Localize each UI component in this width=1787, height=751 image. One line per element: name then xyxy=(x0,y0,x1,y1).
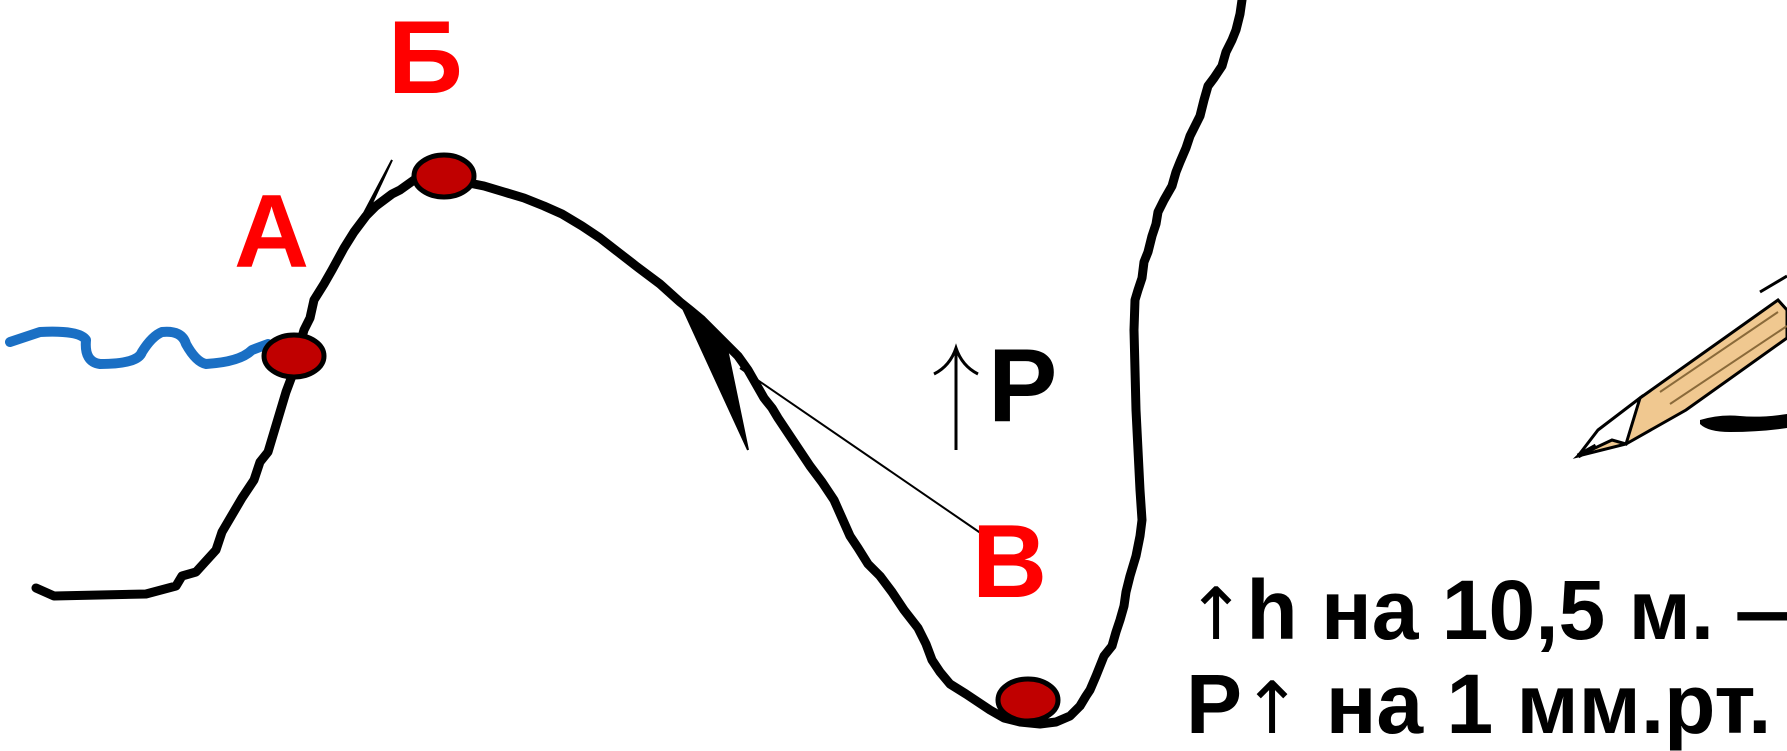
rule-line-1: ↑h на 10,5 м. — xyxy=(1186,568,1787,652)
pressure-up-arrow-inline: ↑ xyxy=(1242,666,1303,750)
rule-line-2-symbol: Р xyxy=(1186,657,1243,751)
point-a-marker xyxy=(261,332,327,380)
point-a-label: А xyxy=(234,174,310,290)
pressure-up-arrow xyxy=(933,343,979,450)
rule-line-1-text: h на 10,5 м. — xyxy=(1246,563,1787,657)
rule-line-2-text: на 1 мм.рт. xyxy=(1302,657,1772,751)
thin-slope-line xyxy=(739,367,983,535)
point-b-label: Б xyxy=(388,0,463,116)
fold-line-left xyxy=(353,159,393,233)
pressure-symbol: Р xyxy=(988,328,1058,444)
terrain-profile-line xyxy=(31,0,1247,729)
pen-icon xyxy=(1572,274,1787,459)
fold-line-right xyxy=(679,301,749,451)
river-line xyxy=(5,326,273,369)
point-v-label: В xyxy=(972,504,1048,620)
rule-line-2: Р↑ на 1 мм.рт. xyxy=(1186,662,1771,746)
point-v-marker xyxy=(995,676,1061,724)
height-up-arrow: ↑ xyxy=(1186,572,1247,656)
point-b-marker xyxy=(411,152,477,200)
